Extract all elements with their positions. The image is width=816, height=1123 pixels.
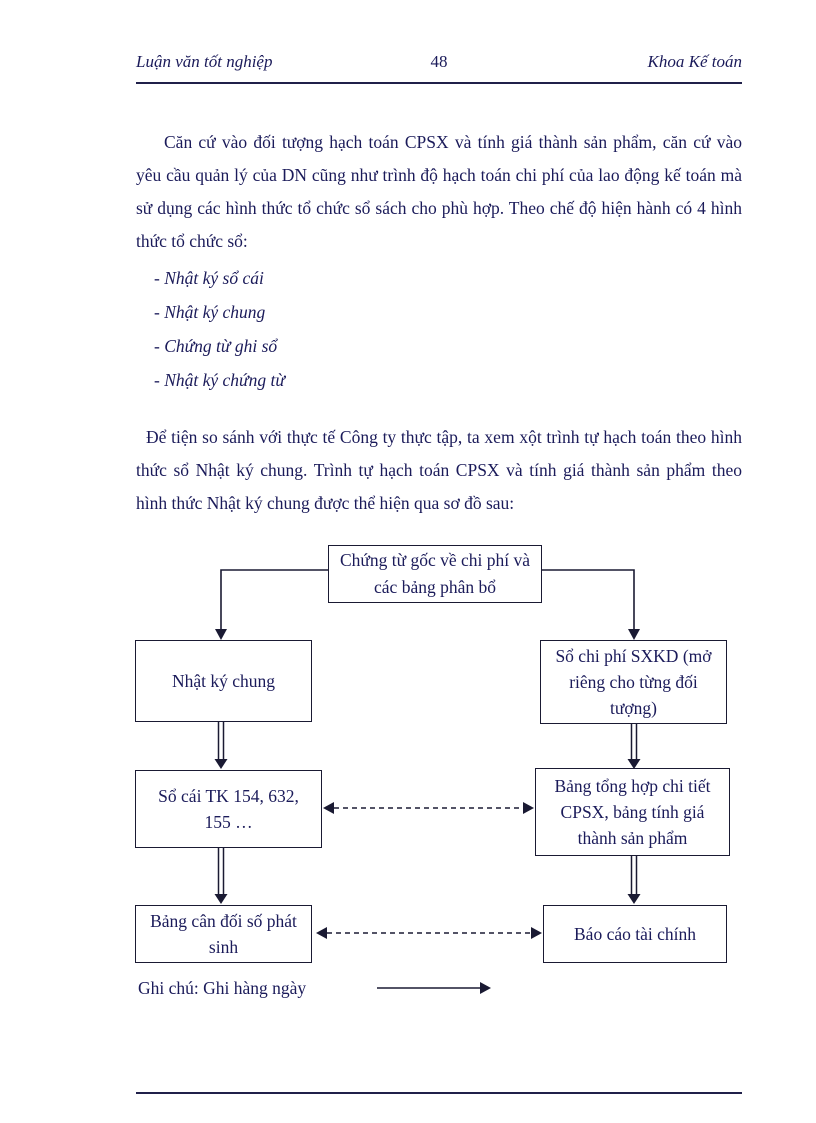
box-ledger: Sổ cái TK 154, 632, 155 …	[135, 770, 322, 848]
list-item: - Nhật ký sổ cái	[154, 268, 264, 288]
box-cost-ledger: Sổ chi phí SXKD (mở riêng cho từng đối t…	[540, 640, 727, 724]
paragraph-lead: Để tiện so sánh với thực tế Công ty thực…	[136, 427, 742, 513]
page-header: Luận văn tốt nghiệp 48 Khoa Kế toán	[136, 52, 742, 84]
legend-daily-arrow	[377, 982, 491, 994]
paragraph-intro: Căn cứ vào đối tượng hạch toán CPSX và t…	[136, 132, 742, 251]
list-item: - Nhật ký chung	[154, 302, 266, 322]
double-arrow-ledger-to-trial-balance	[214, 848, 228, 904]
arrow-source-to-cost-ledger	[542, 569, 640, 640]
header-thesis-title: Luận văn tốt nghiệp	[136, 52, 273, 71]
box-general-journal: Nhật ký chung	[135, 640, 312, 722]
double-arrow-summary-to-financial	[627, 856, 641, 904]
double-arrow-cost-ledger-to-summary	[627, 724, 641, 769]
arrow-source-to-journal	[215, 569, 328, 640]
legend-label: Ghi chú: Ghi hàng ngày	[138, 978, 307, 998]
list-item: - Chứng từ ghi sổ	[154, 336, 278, 356]
list-form-types: - Nhật ký sổ cái - Nhật ký chung - Chứng…	[154, 261, 742, 397]
body-text: Căn cứ vào đối tượng hạch toán CPSX và t…	[136, 126, 742, 520]
page-number: 48	[430, 52, 448, 71]
box-summary: Bảng tổng hợp chi tiết CPSX, bảng tính g…	[535, 768, 730, 856]
dashed-arrow-ledger-summary	[323, 802, 534, 814]
list-item: - Nhật ký chứng từ	[154, 370, 285, 390]
box-source-docs: Chứng từ gốc về chi phí và các bảng phân…	[328, 545, 542, 603]
double-arrow-journal-to-ledger	[214, 722, 228, 769]
box-financial-statements: Báo cáo tài chính	[543, 905, 727, 963]
header-faculty: Khoa Kế toán	[647, 52, 742, 71]
footer-rule	[136, 1092, 742, 1094]
dashed-arrow-trial-financial	[316, 927, 542, 939]
box-trial-balance: Bảng cân đối số phát sinh	[135, 905, 312, 963]
